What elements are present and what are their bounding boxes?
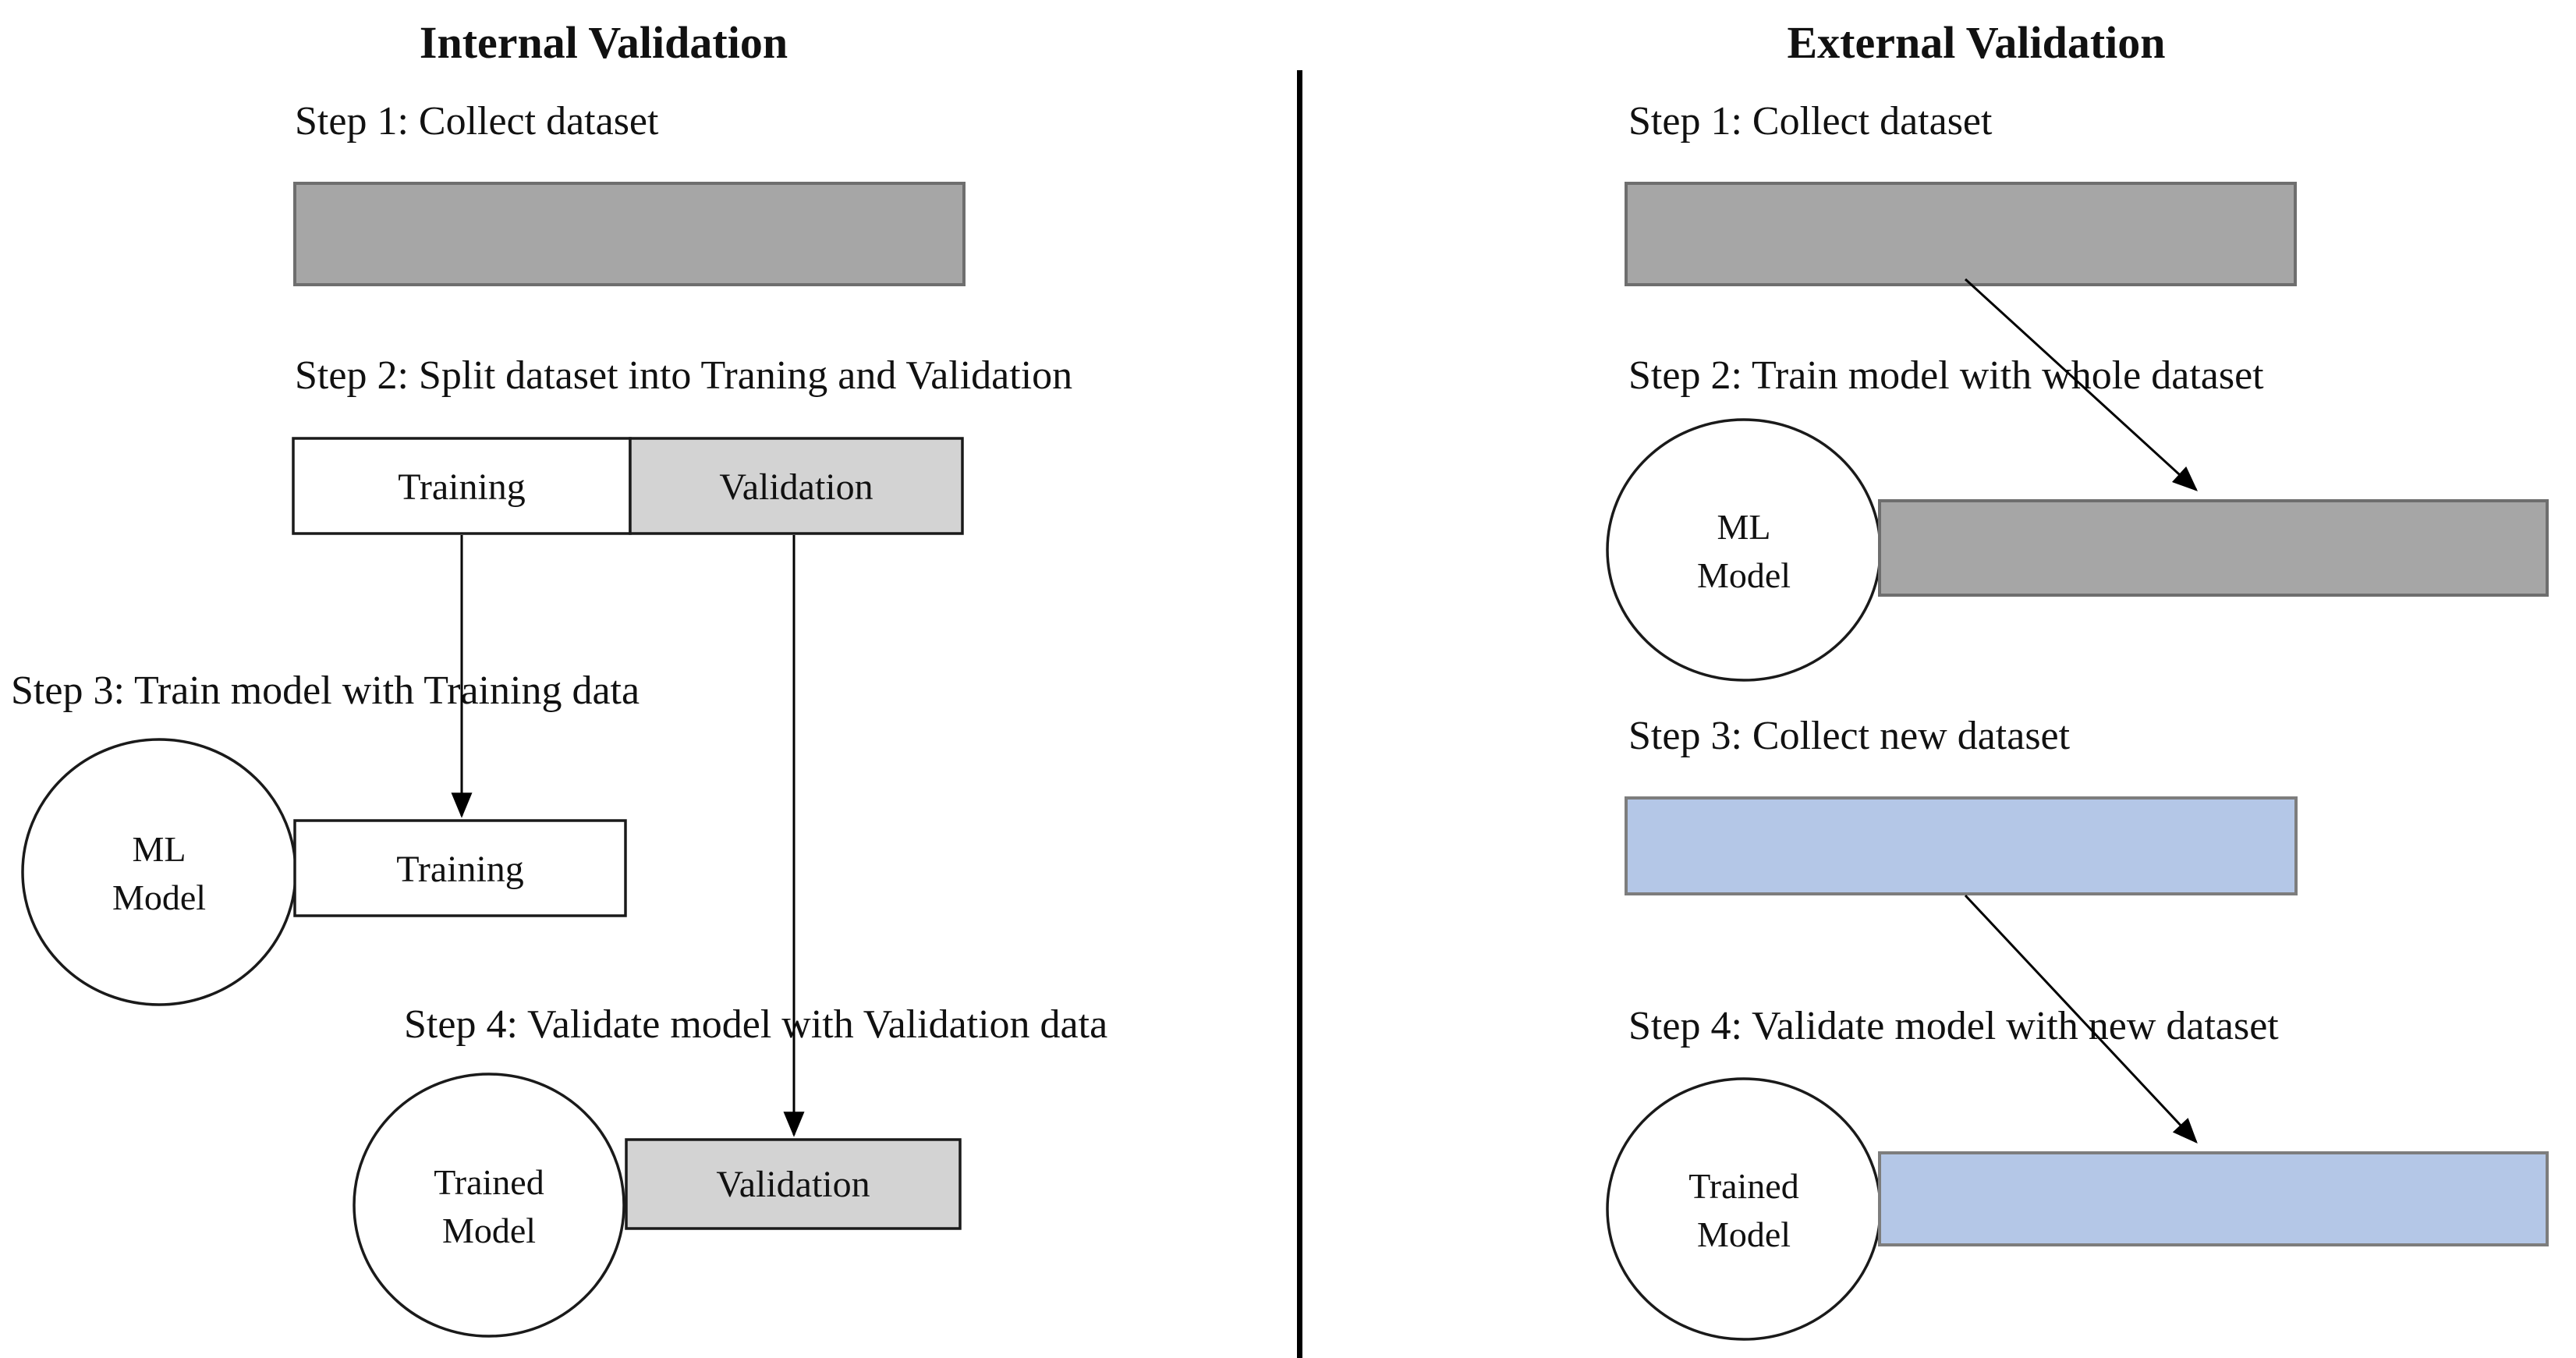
internal-split-training-label: Training	[398, 466, 526, 508]
internal-split-validation-cell	[629, 437, 964, 535]
external-step2-label: Step 2: Train model with whole dataset	[1628, 353, 2264, 398]
external-step3-label: Step 3: Collect new dataset	[1628, 714, 2071, 758]
internal-trained-model-ellipse	[353, 1073, 625, 1338]
external-validation-title: External Validation	[1787, 17, 2165, 68]
external-step3-new-dataset-box	[1625, 796, 2298, 895]
internal-step3-training-box	[293, 819, 627, 917]
internal-ml-model-label-line1: ML	[133, 829, 186, 869]
external-step1-label: Step 1: Collect dataset	[1628, 99, 1993, 144]
external-step2-whole-dataset-box	[1878, 499, 2549, 597]
internal-trained-model-label-line2: Model	[442, 1211, 536, 1250]
panel-divider-line	[1297, 70, 1302, 1358]
external-step1-dataset-box	[1625, 182, 2297, 286]
internal-step3-label: Step 3: Train model with Training data	[11, 668, 640, 713]
internal-step2-label: Step 2: Split dataset into Traning and V…	[295, 353, 1072, 398]
internal-trained-model-label-line1: Trained	[434, 1162, 544, 1202]
internal-split-validation-label: Validation	[719, 466, 873, 508]
internal-step4-validation-box	[625, 1138, 962, 1230]
external-step4-label: Step 4: Validate model with new dataset	[1628, 1004, 2279, 1048]
internal-validation-title: Internal Validation	[420, 17, 788, 68]
external-ml-model-label-line2: Model	[1697, 555, 1791, 595]
internal-ml-model-label-line2: Model	[112, 878, 206, 917]
internal-step1-label: Step 1: Collect dataset	[295, 99, 659, 144]
internal-validation-panel: Internal Validation Step 1: Collect data…	[11, 17, 1107, 1338]
external-trained-model-label-line1: Trained	[1688, 1166, 1798, 1206]
external-validation-panel: External Validation Step 1: Collect data…	[1606, 17, 2549, 1341]
external-validate-flow-arrow	[1964, 894, 2198, 1143]
internal-step4-label: Step 4: Validate model with Validation d…	[404, 1002, 1107, 1047]
internal-split-training-cell	[292, 437, 632, 535]
internal-step1-dataset-box	[293, 182, 966, 286]
external-trained-model-label-line2: Model	[1697, 1214, 1791, 1254]
internal-split-box: Training Validation	[292, 437, 964, 535]
internal-step3-training-label: Training	[396, 849, 524, 890]
external-train-flow-arrow	[1964, 278, 2198, 491]
external-ml-model-label-line1: ML	[1717, 507, 1771, 547]
internal-ml-model-ellipse	[21, 738, 297, 1006]
internal-step4-validation-label: Validation	[716, 1164, 870, 1205]
external-step4-validation-dataset-box	[1878, 1151, 2549, 1246]
external-ml-model-ellipse	[1606, 418, 1882, 682]
external-trained-model-ellipse	[1606, 1077, 1882, 1341]
